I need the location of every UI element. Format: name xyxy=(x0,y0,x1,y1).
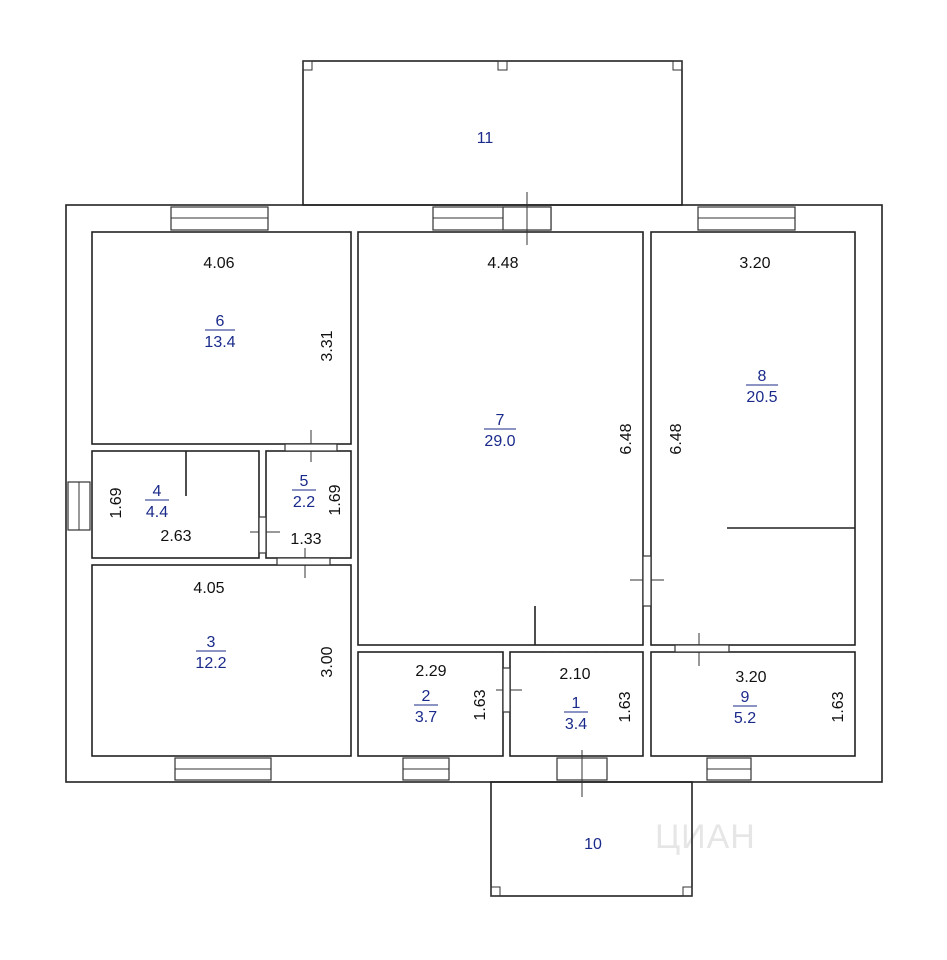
room-4-label: 4 4.4 xyxy=(145,483,169,521)
room-4-outline xyxy=(91,450,260,559)
room-9-area: 5.2 xyxy=(734,710,756,727)
room-9-outline xyxy=(650,651,856,757)
room-5-height: 1.69 xyxy=(327,484,344,515)
doors xyxy=(250,192,730,797)
room-10-number: 10 xyxy=(584,836,602,853)
room-9-width: 3.20 xyxy=(735,669,766,686)
room-9-number: 9 xyxy=(741,689,750,706)
room-6-number: 6 xyxy=(216,313,225,330)
room-2-label: 2 3.7 xyxy=(414,688,438,726)
room-7-height: 6.48 xyxy=(618,423,635,454)
room-2-area: 3.7 xyxy=(415,709,437,726)
room-9-height: 1.63 xyxy=(830,691,847,722)
room-1-label: 1 3.4 xyxy=(564,695,588,733)
room-1-area: 3.4 xyxy=(565,716,587,733)
room-9-label: 9 5.2 xyxy=(733,689,757,727)
room-3-number: 3 xyxy=(207,634,216,651)
room-4-height: 1.69 xyxy=(108,487,125,518)
room-6-width: 4.06 xyxy=(203,255,234,272)
room-5-label: 5 2.2 xyxy=(292,473,316,511)
room-1-height: 1.63 xyxy=(617,691,634,722)
room-3-label: 3 12.2 xyxy=(195,634,226,672)
room-6-label: 6 13.4 xyxy=(204,313,235,351)
room-5-area: 2.2 xyxy=(293,494,315,511)
room-7-area: 29.0 xyxy=(484,433,515,450)
room-4-area: 4.4 xyxy=(146,504,168,521)
room-2-number: 2 xyxy=(422,688,431,705)
windows xyxy=(67,206,796,781)
room-8-area: 20.5 xyxy=(746,389,777,406)
room-7-label: 7 29.0 xyxy=(484,412,516,450)
outer-wall xyxy=(65,204,883,783)
watermark: ЦИАН xyxy=(655,818,756,856)
room-8-height: 6.48 xyxy=(668,423,685,454)
room-6-area: 13.4 xyxy=(204,334,235,351)
room-3-width: 4.05 xyxy=(193,580,224,597)
room-2-width: 2.29 xyxy=(415,663,446,680)
room-2-height: 1.63 xyxy=(472,689,489,720)
room-8-width: 3.20 xyxy=(739,255,770,272)
room-3-height: 3.00 xyxy=(319,646,336,677)
room-4-width: 2.63 xyxy=(160,528,191,545)
room-1-width: 2.10 xyxy=(559,666,590,683)
room-5-width: 1.33 xyxy=(290,531,321,548)
room-8-outline xyxy=(650,231,856,646)
room-8-number: 8 xyxy=(758,368,767,385)
room-3-outline xyxy=(91,564,352,757)
room-8-label: 8 20.5 xyxy=(746,368,778,406)
room-7-number: 7 xyxy=(496,412,505,429)
room-6-height: 3.31 xyxy=(319,330,336,361)
room-1-number: 1 xyxy=(572,695,581,712)
room-3-area: 12.2 xyxy=(195,655,226,672)
room-7-width: 4.48 xyxy=(487,255,518,272)
room-6-outline xyxy=(91,231,352,445)
room-4-number: 4 xyxy=(153,483,162,500)
room-7-outline xyxy=(357,231,644,646)
room-11-number: 11 xyxy=(477,130,494,147)
room-5-number: 5 xyxy=(300,473,309,490)
